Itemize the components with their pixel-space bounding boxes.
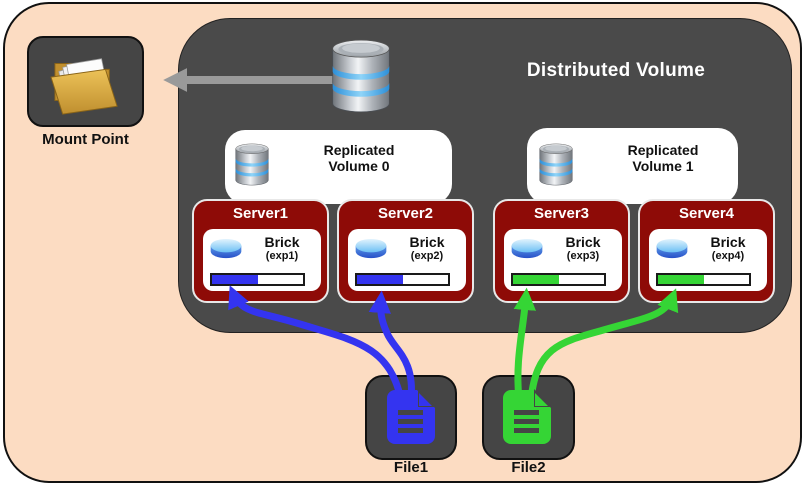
replicated-volume-0-label: Replicated Volume 0	[276, 142, 442, 174]
mount-point-label: Mount Point	[42, 131, 129, 148]
server2-brick-card: Brick (exp2)	[348, 229, 466, 291]
brick-export-label: (exp3)	[566, 250, 600, 262]
rv1-label-line1: Replicated	[627, 142, 699, 158]
server1-usage-bar	[210, 273, 305, 286]
disk-icon	[209, 238, 243, 261]
folder-icon	[48, 48, 124, 116]
server4-brick-card: Brick (exp4)	[649, 229, 767, 291]
server4-usage-bar	[656, 273, 751, 286]
server4-usage-fill	[658, 275, 704, 284]
server1-brick-text: Brick (exp1)	[247, 234, 317, 263]
document-icon	[385, 388, 437, 446]
document-icon	[501, 388, 553, 446]
brick-export-label: (exp1)	[265, 250, 299, 262]
disk-icon	[655, 238, 689, 261]
file2-label: File2	[511, 459, 546, 476]
server4-name: Server4	[678, 205, 735, 222]
server2-name: Server2	[377, 205, 434, 222]
server1-name: Server1	[232, 205, 289, 222]
server1-brick-card: Brick (exp1)	[203, 229, 321, 291]
rv1-label-line2: Volume 1	[632, 158, 694, 174]
brick-export-label: (exp4)	[711, 250, 745, 262]
server3-brick-text: Brick (exp3)	[548, 234, 618, 263]
replicated-volume-1-label: Replicated Volume 1	[580, 142, 746, 174]
server4-box: Server4 Brick (exp4)	[638, 199, 775, 303]
disk-icon	[354, 238, 388, 261]
server2-usage-fill	[357, 275, 403, 284]
server3-usage-bar	[511, 273, 606, 286]
server3-box: Server3 Brick (exp3)	[493, 199, 630, 303]
disk-icon	[510, 238, 544, 261]
server2-usage-bar	[355, 273, 450, 286]
brick-export-label: (exp2)	[410, 250, 444, 262]
brick-label: Brick	[710, 234, 746, 250]
mount-point-box	[27, 36, 144, 127]
brick-label: Brick	[565, 234, 601, 250]
brick-label: Brick	[264, 234, 300, 250]
file1-label: File1	[393, 459, 429, 476]
server2-box: Server2 Brick (exp2)	[337, 199, 474, 303]
server3-usage-fill	[513, 275, 559, 284]
database-icon	[328, 36, 394, 116]
server3-name: Server3	[533, 205, 590, 222]
server1-usage-fill	[212, 275, 258, 284]
server3-brick-card: Brick (exp3)	[504, 229, 622, 291]
database-icon	[233, 141, 271, 188]
server1-box: Server1 Brick (exp1)	[192, 199, 329, 303]
database-icon	[537, 141, 575, 188]
server2-brick-text: Brick (exp2)	[392, 234, 462, 263]
brick-label: Brick	[409, 234, 445, 250]
distributed-volume-title: Distributed Volume	[526, 60, 706, 81]
server4-brick-text: Brick (exp4)	[693, 234, 763, 263]
rv0-label-line1: Replicated	[323, 142, 395, 158]
rv0-label-line2: Volume 0	[328, 158, 390, 174]
